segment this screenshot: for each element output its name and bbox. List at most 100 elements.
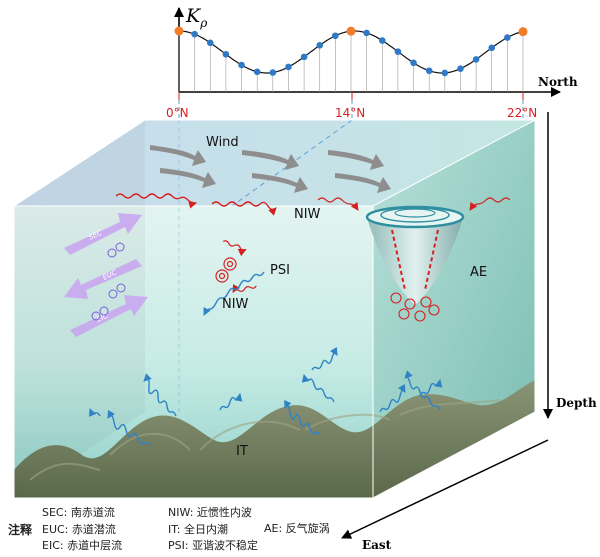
psi-cluster (203, 240, 265, 316)
kp-dot (488, 44, 496, 52)
kp-highlight-dot (174, 26, 184, 36)
ocean-box (13, 100, 536, 499)
legend-item-sec: SEC: 南赤道流 (42, 506, 115, 519)
wind-arrow (150, 145, 206, 166)
ae-label: AE (470, 265, 487, 280)
current-eddies (91, 242, 126, 321)
kp-dot (191, 30, 198, 38)
eddy-icon (99, 306, 109, 316)
eddy-icon (91, 311, 101, 321)
kp-dot (425, 67, 433, 75)
eddy-icon (107, 248, 117, 258)
kp-dot (269, 69, 277, 76)
kp-dots (174, 26, 528, 77)
tick-label: 14°N (335, 106, 365, 120)
eddy-icon (218, 272, 226, 280)
top-face (14, 120, 535, 206)
it-wave (219, 393, 243, 411)
legend: 注释 SEC: 南赤道流 EUC: 赤道潜流 EIC: 赤道中层流 NIW: 近… (8, 505, 348, 557)
kp-dot (238, 61, 245, 69)
niw-wave (211, 201, 277, 216)
wind-arrow (328, 150, 384, 170)
eddy-icon (398, 308, 410, 320)
wind-label: Wind (206, 135, 239, 150)
eddy-cone (367, 218, 463, 305)
seafloor (14, 380, 535, 498)
depth-label: Depth (556, 396, 597, 410)
kp-y-label: Kρ (185, 5, 207, 30)
it-wave (419, 379, 443, 397)
tick-label: 22°N (507, 106, 537, 120)
legend-title: 注释 (8, 523, 33, 537)
eddy-icon (115, 242, 125, 252)
legend-column: AE: 反气旋涡 (264, 521, 330, 538)
niw-wave (317, 197, 359, 211)
eddy-icon (215, 269, 229, 283)
legend-item-eic: EIC: 赤道中层流 (42, 539, 123, 552)
eddy-icon (108, 289, 118, 299)
kp-dot (300, 53, 308, 61)
kp-dot (222, 50, 230, 58)
psi-label: PSI (270, 263, 290, 278)
kp-panel: Kρ North (174, 5, 578, 100)
it-label: IT (236, 444, 248, 459)
niw-wave (469, 197, 511, 211)
it-wave (88, 408, 101, 417)
equatorial-currents: SEC EUC EIC (64, 213, 148, 337)
niw-interior-label: NIW (222, 297, 249, 312)
legend-item-it: IT: 全日内潮 (168, 522, 228, 536)
kp-dot (206, 39, 214, 47)
back-face-shade (14, 120, 145, 498)
eic-arrow (70, 295, 148, 337)
internal-tide-waves (88, 346, 443, 447)
wind-arrow (242, 150, 299, 170)
kp-x-axis-label: North (538, 75, 578, 89)
kp-dot (410, 59, 417, 67)
wind-arrow (160, 168, 216, 188)
kp-dot (457, 65, 464, 73)
legend-column: NIW: 近惯性内波 IT: 全日内潮 PSI: 亚谐波不稳定 (168, 505, 258, 555)
box-edges (13, 119, 536, 499)
kp-stems (178, 31, 524, 92)
eddy-icon (226, 260, 234, 268)
kp-dot (378, 37, 386, 44)
kp-dot (332, 32, 339, 40)
eddy-icon (116, 283, 126, 293)
east-axis: East (341, 439, 549, 552)
it-wave (143, 373, 177, 417)
kp-dot (441, 69, 449, 77)
wind-arrow (252, 173, 308, 193)
it-wave (311, 346, 338, 371)
depth-axis: Depth (543, 112, 597, 419)
sec-arrow (64, 213, 142, 255)
euc-arrow (64, 259, 142, 299)
eddy-inner-ring (394, 208, 436, 218)
kp-highlight-dot (518, 27, 528, 37)
kp-dot (316, 41, 324, 49)
it-wave (301, 374, 335, 403)
niw-wave (222, 240, 247, 257)
eddy-icon (404, 298, 416, 310)
kp-ticks (178, 92, 524, 100)
kp-highlight-dot (346, 26, 356, 36)
eddy-niw-paths (391, 229, 439, 291)
psi-wave (203, 271, 265, 316)
tick-label: 0°N (166, 106, 189, 120)
kp-dot (363, 29, 370, 37)
legend-item-euc: EUC: 赤道潜流 (42, 522, 116, 536)
kp-dot (472, 56, 480, 63)
anticyclonic-eddy (317, 197, 511, 322)
legend-item-psi: PSI: 亚谐波不稳定 (168, 539, 259, 552)
kp-dot (253, 68, 261, 76)
eddy-inner-ring (380, 207, 450, 223)
legend-item-niw: NIW: 近惯性内波 (168, 506, 252, 519)
kp-dot (285, 63, 292, 71)
eddy-icon (390, 292, 402, 304)
legend-column: SEC: 南赤道流 EUC: 赤道潜流 EIC: 赤道中层流 (42, 505, 122, 555)
eddy-icon (223, 257, 237, 271)
kp-dot (394, 48, 402, 55)
it-wave (404, 370, 441, 411)
surface-niw-waves (115, 193, 277, 216)
wind-arrow (335, 173, 391, 193)
